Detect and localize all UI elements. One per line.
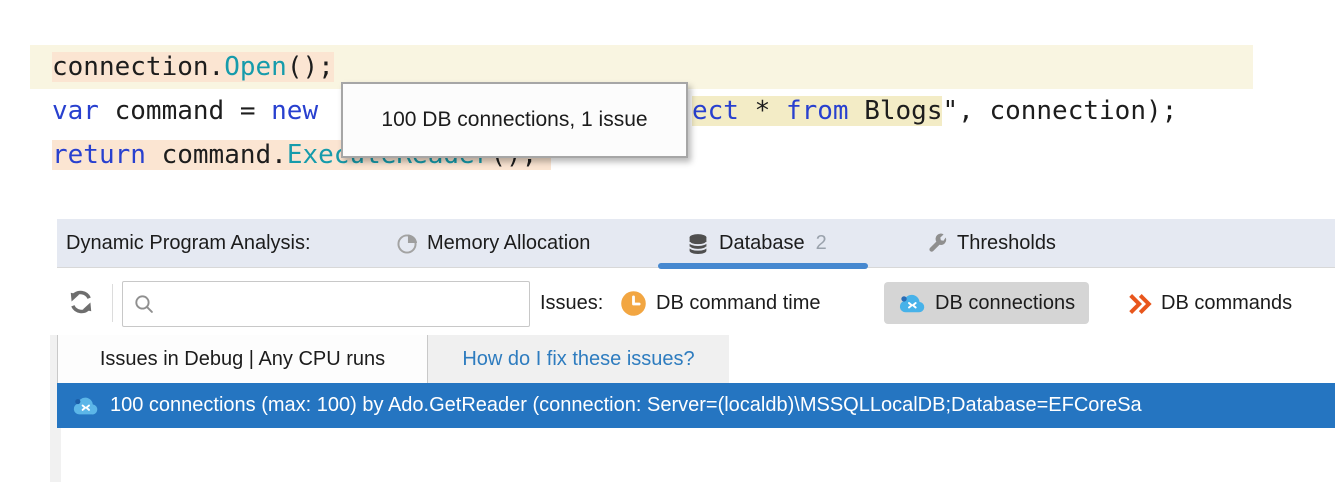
issues-label: Issues: [540, 280, 603, 327]
search-box[interactable] [122, 281, 530, 327]
double-chevron-icon [1128, 293, 1152, 315]
clock-icon [620, 290, 647, 317]
issue-row-selected[interactable]: 100 connections (max: 100) by Ado.GetRea… [57, 383, 1335, 428]
filter-db-command-time[interactable]: DB command time [620, 280, 821, 327]
tab-label: Memory Allocation [427, 232, 591, 254]
code-token: (); [286, 52, 334, 82]
tab-label: Database [719, 232, 805, 254]
panel-title: Dynamic Program Analysis: [66, 219, 311, 268]
sql-token-keyword: from [785, 96, 849, 126]
db-cloud-icon [898, 292, 926, 314]
issue-row-text: 100 connections (max: 100) by Ado.GetRea… [110, 394, 1142, 416]
refresh-icon [66, 287, 96, 317]
db-cloud-icon [72, 395, 99, 416]
sql-token: * [738, 96, 786, 126]
filter-label: DB command time [656, 292, 821, 314]
tab-count-badge: 2 [815, 232, 827, 254]
code-token-method: Open [224, 52, 287, 82]
search-icon [133, 293, 155, 315]
sql-token-keyword: ect [692, 96, 739, 126]
code-token-keyword: var [52, 96, 99, 126]
filter-label: DB connections [935, 291, 1076, 314]
toolbar-separator [112, 284, 113, 322]
help-link-text: How do I fix these issues? [462, 347, 695, 370]
code-line-2-prefix: var command = new [52, 89, 318, 133]
sql-token: Blogs [848, 96, 943, 126]
code-token: command = [98, 96, 272, 126]
help-link[interactable]: How do I fix these issues? [428, 335, 729, 383]
issues-label-text: Issues: [540, 292, 604, 314]
refresh-button[interactable] [63, 284, 99, 320]
tab-thresholds[interactable]: Thresholds [926, 219, 1056, 268]
wrench-icon [926, 233, 948, 255]
code-token: ", connection); [942, 96, 1178, 126]
filter-db-commands[interactable]: DB commands [1128, 280, 1292, 327]
panel-title-text: Dynamic Program Analysis: [66, 232, 311, 254]
code-line-2-suffix: ect * from Blogs", connection); [692, 89, 1177, 133]
tooltip-text: 100 DB connections, 1 issue [381, 108, 648, 131]
runs-tab-label: Issues in Debug | Any CPU runs [99, 347, 386, 370]
tab-database[interactable]: Database 2 [686, 219, 827, 268]
database-icon [686, 232, 710, 256]
filter-db-connections-selected[interactable]: DB connections [884, 282, 1090, 324]
tab-memory-allocation[interactable]: Memory Allocation [396, 219, 590, 268]
code-line-1: connection.Open(); [52, 45, 334, 89]
dpa-issue-tooltip: 100 DB connections, 1 issue [341, 82, 688, 158]
tab-label: Thresholds [957, 232, 1056, 254]
code-token: connection. [52, 52, 225, 82]
pie-chart-icon [396, 233, 418, 255]
filter-label: DB commands [1161, 292, 1293, 314]
code-token-keyword: new [271, 96, 319, 126]
search-input[interactable] [163, 292, 519, 316]
selected-tab-indicator [658, 263, 868, 269]
code-token: command. [145, 140, 287, 170]
code-token-keyword: return [52, 140, 146, 170]
tab-runs-filter[interactable]: Issues in Debug | Any CPU runs [57, 335, 428, 383]
list-gutter [50, 335, 61, 482]
